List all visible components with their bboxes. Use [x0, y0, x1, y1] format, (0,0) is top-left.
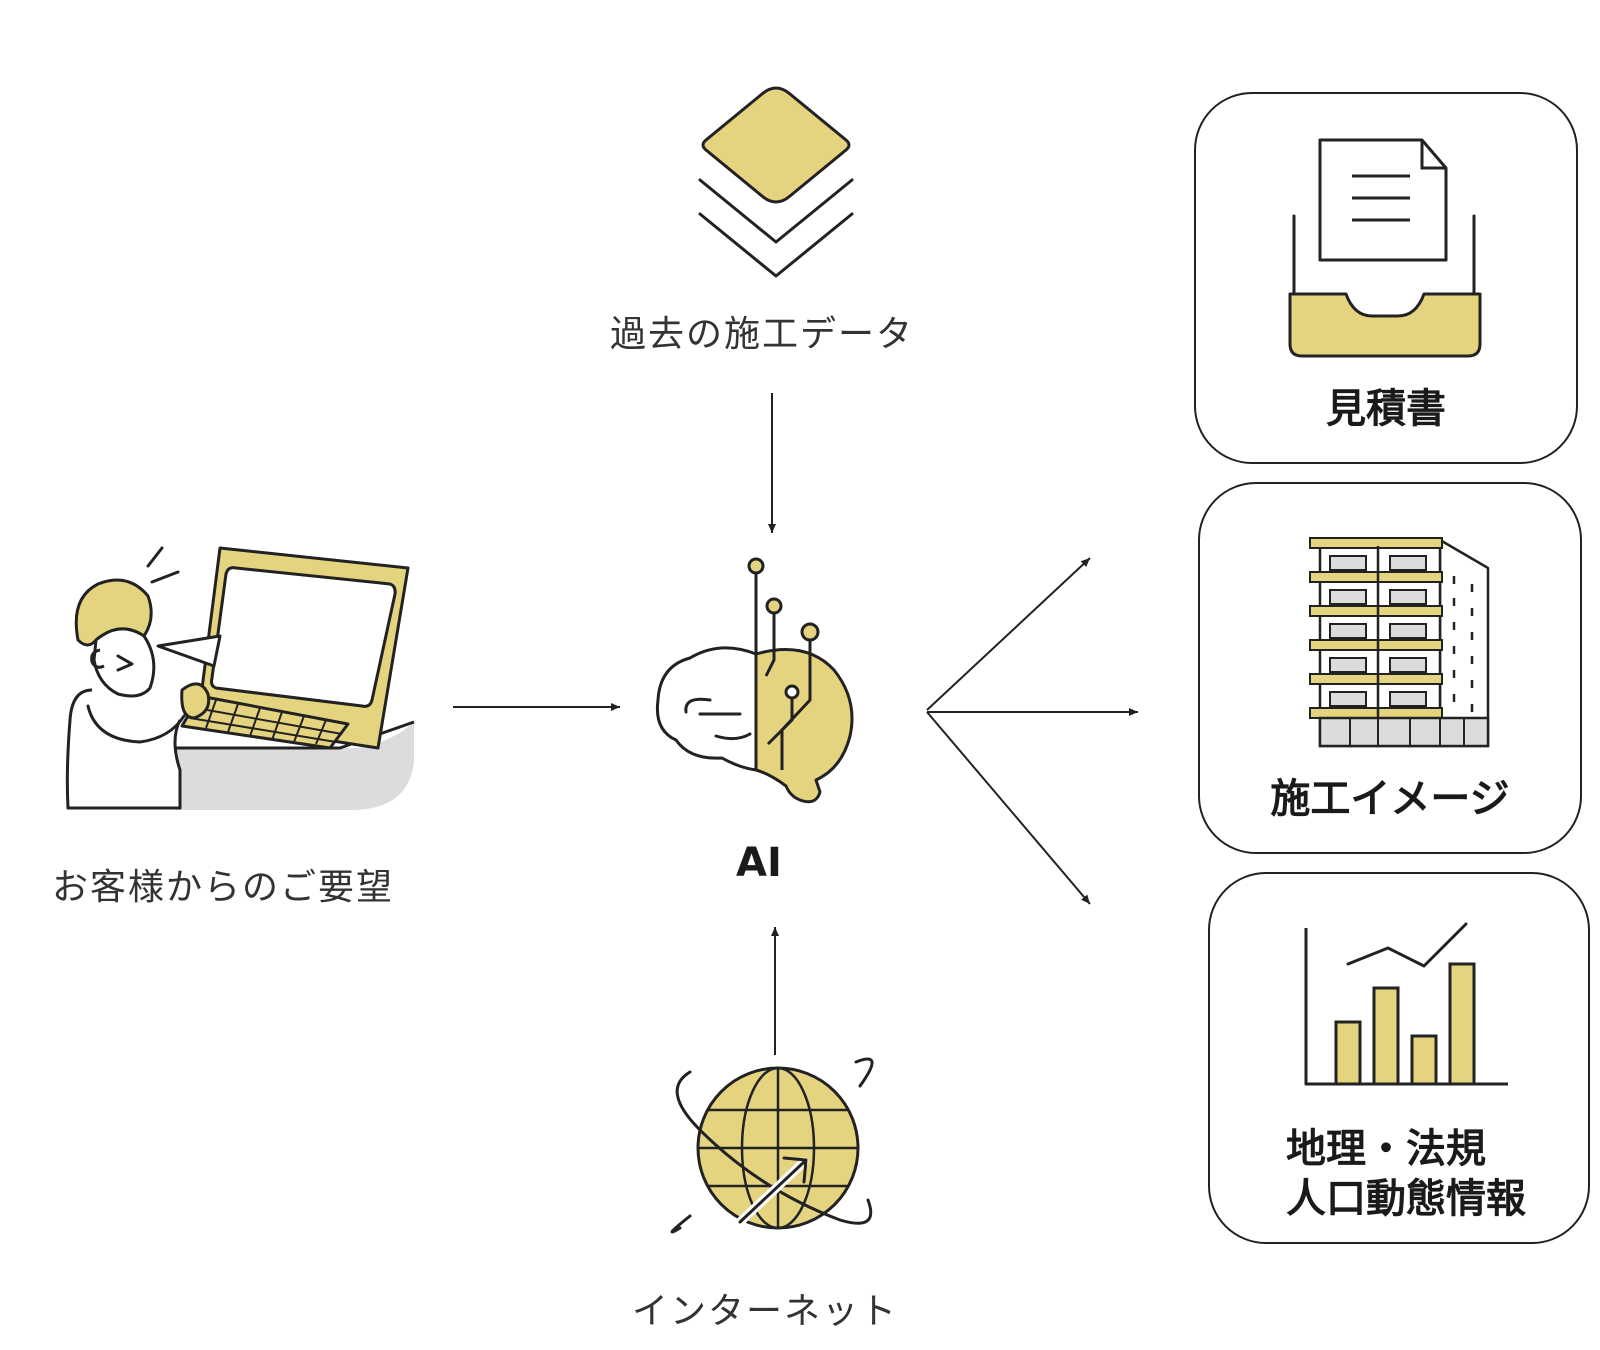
construction-image-card: 施工イメージ: [1198, 482, 1582, 854]
customer-request-label: お客様からのご要望: [52, 867, 395, 908]
geo-info-card: 地理・法規 人口動態情報: [1208, 872, 1590, 1244]
document-tray-icon: [1288, 138, 1482, 358]
apartment-building-icon: [1309, 537, 1490, 748]
construction-image-label: 施工イメージ: [1270, 776, 1510, 822]
arrow-ai-to-geo-info: [926, 711, 1091, 905]
internet-label: インターネット: [632, 1291, 899, 1332]
estimate-card: 見積書: [1194, 92, 1578, 464]
geo-info-label-line1: 地理・法規: [1286, 1126, 1486, 1172]
ai-label: AI: [736, 840, 782, 886]
geo-info-label-line2: 人口動態情報: [1286, 1176, 1526, 1222]
bar-line-chart-icon: [1304, 922, 1508, 1086]
estimate-label: 見積書: [1326, 386, 1446, 432]
past-data-label: 過去の施工データ: [610, 314, 915, 355]
arrow-ai-to-estimate: [926, 557, 1091, 711]
